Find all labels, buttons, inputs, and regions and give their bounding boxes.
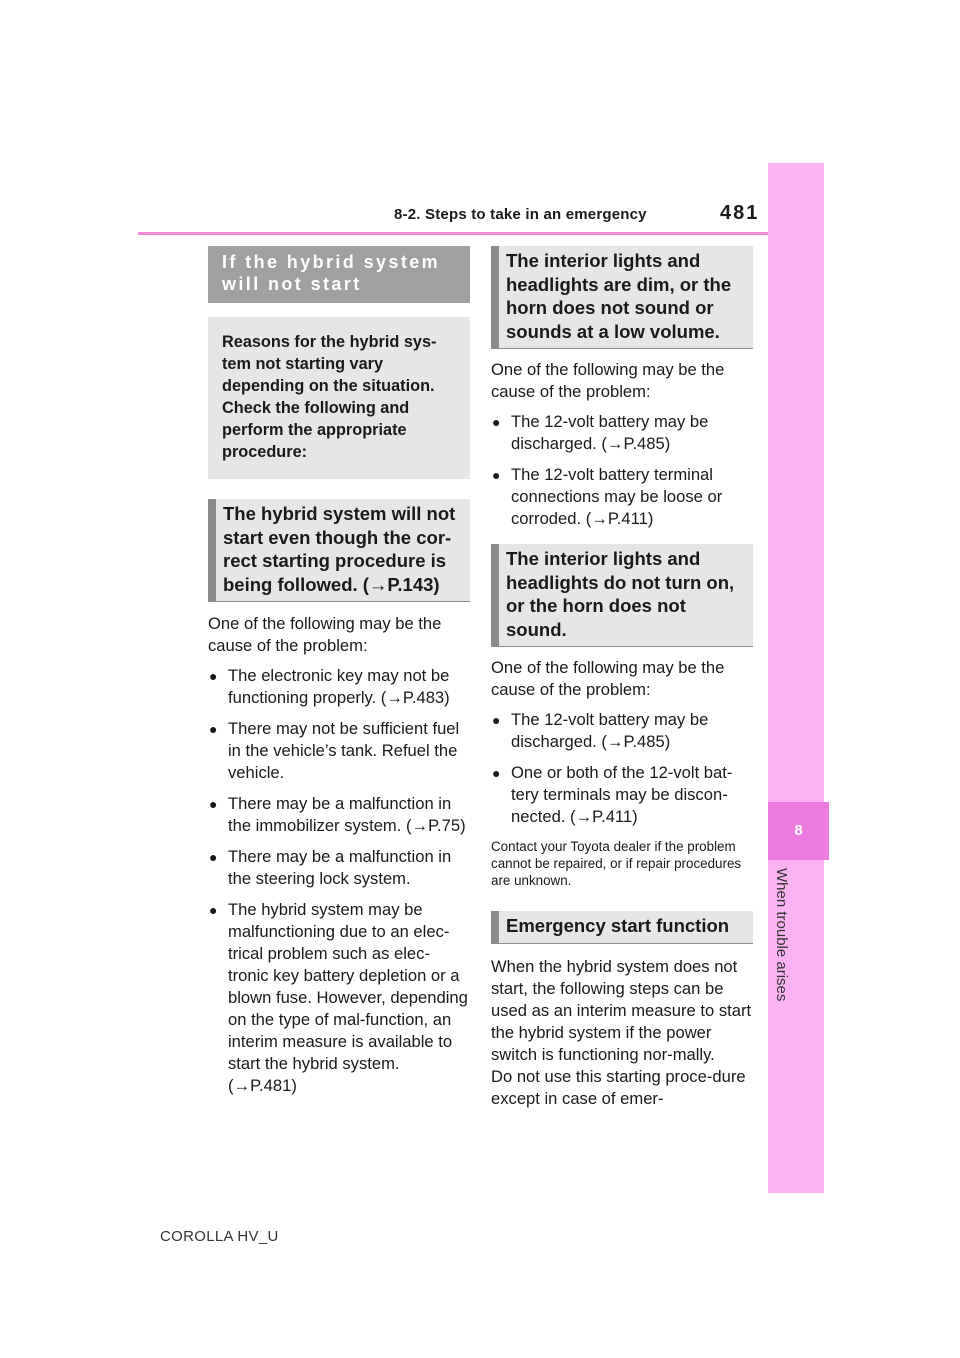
- bullet-icon: ●: [492, 467, 501, 483]
- list-item-text: The electronic key may not be functionin…: [228, 666, 450, 707]
- subheading-lights-off: The interior lights and headlights do no…: [491, 544, 753, 647]
- list-item: ● The 12-volt battery may be discharged. …: [491, 709, 753, 753]
- chapter-label: When trouble arises: [773, 868, 790, 1002]
- footer-model-code: COROLLA HV_U: [160, 1228, 279, 1245]
- bullet-icon: ●: [492, 712, 501, 728]
- intro-box: Reasons for the hybrid sys-tem not start…: [208, 317, 470, 479]
- body-text: One of the following may be the cause of…: [491, 658, 725, 699]
- list-item-text: There may be a malfunction in the steeri…: [228, 847, 452, 888]
- list-item: ● There may be a malfunction in the steer…: [208, 846, 470, 890]
- bullet-icon: ●: [492, 765, 501, 781]
- list-item-text: The 12-volt battery terminal connections…: [511, 465, 723, 528]
- list-item-text: The 12-volt battery may be discharged. (…: [511, 710, 709, 751]
- list-item: ● One or both of the 12-volt bat-tery ter…: [491, 762, 753, 828]
- list-item: ● The electronic key may not be functioni…: [208, 665, 470, 709]
- bullet-icon: ●: [209, 668, 218, 684]
- body-text: When the hybrid system does not start, t…: [491, 956, 752, 1064]
- cause-list: ● The 12-volt battery may be discharged. …: [491, 411, 753, 530]
- chapter-side-tab: [768, 163, 824, 1193]
- bullet-icon: ●: [209, 796, 218, 812]
- list-item: ● The 12-volt battery terminal connection…: [491, 464, 753, 530]
- list-item-text: There may be a malfunction in the immobi…: [228, 794, 466, 835]
- chapter-number-box: [768, 802, 829, 860]
- list-item-text: The 12-volt battery may be discharged. (…: [511, 412, 709, 453]
- section-banner: If the hybrid system will not start: [208, 246, 470, 303]
- list-item: ● There may be a malfunction in the immob…: [208, 793, 470, 837]
- header-divider: [138, 232, 768, 235]
- list-item: ● There may not be sufficient fuel in the…: [208, 718, 470, 784]
- list-item: ● The 12-volt battery may be discharged. …: [491, 411, 753, 455]
- subheading-correct-procedure: The hybrid system will not start even th…: [208, 499, 470, 602]
- right-column: The interior lights and headlights are d…: [491, 246, 753, 1110]
- subheading-emergency-start: Emergency start function: [491, 911, 753, 944]
- body-text: Do not use this starting proce-dure exce…: [491, 1066, 746, 1108]
- body-text: One of the following may be the cause of…: [208, 614, 442, 655]
- cause-list: ● The 12-volt battery may be discharged. …: [491, 709, 753, 828]
- bullet-icon: ●: [209, 721, 218, 737]
- section-title: 8-2. Steps to take in an emergency: [394, 206, 647, 223]
- list-item-text: The hybrid system may be malfunctioning …: [228, 900, 468, 1095]
- bullet-icon: ●: [209, 849, 218, 865]
- bullet-icon: ●: [492, 414, 501, 430]
- page-number: 481: [720, 202, 760, 224]
- list-item-text: There may not be sufficient fuel in the …: [228, 719, 460, 782]
- body-text: One of the following may be the cause of…: [491, 360, 725, 401]
- list-item: ● The hybrid system may be malfunctioning…: [208, 899, 470, 1097]
- bullet-icon: ●: [209, 902, 218, 918]
- cause-list: ● The electronic key may not be functioni…: [208, 665, 470, 1097]
- left-column: If the hybrid system will not start Reas…: [208, 246, 470, 1106]
- subheading-dim-lights: The interior lights and headlights are d…: [491, 246, 753, 349]
- chapter-number: 8: [794, 822, 803, 839]
- dealer-note: Contact your Toyota dealer if the proble…: [491, 839, 742, 888]
- list-item-text: One or both of the 12-volt bat-tery term…: [511, 763, 733, 826]
